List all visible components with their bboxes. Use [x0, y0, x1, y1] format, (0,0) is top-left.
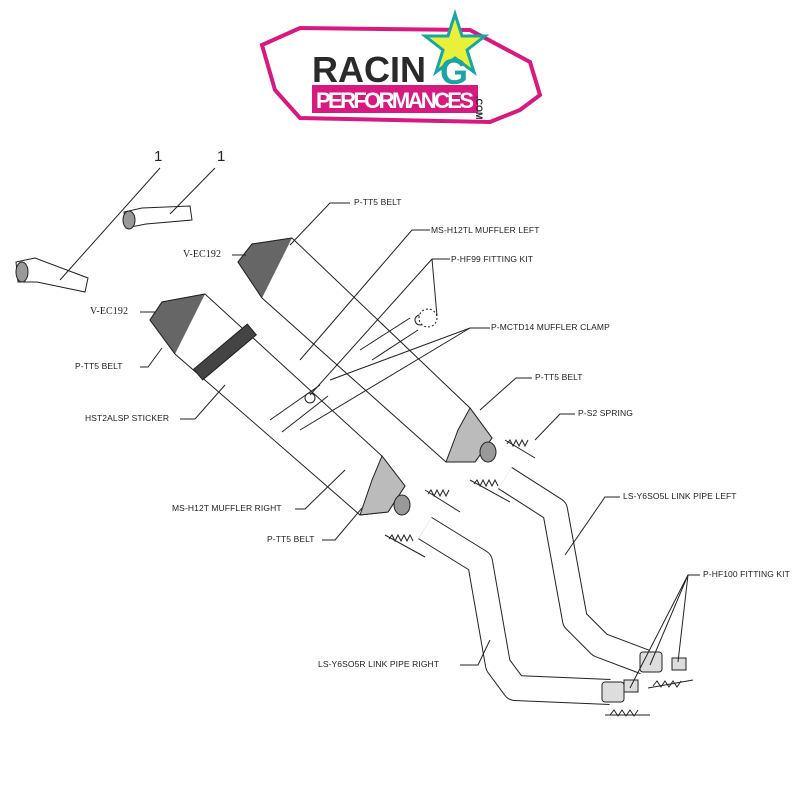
callout-belt-top: P-TT5 BELT — [354, 197, 402, 207]
leader-lines — [59, 167, 700, 689]
callout-belt-bottom: P-TT5 BELT — [267, 534, 315, 544]
callout-link-pipe-left: LS-Y6SO5L LINK PIPE LEFT — [623, 491, 737, 501]
muffler-left-drawing — [237, 237, 497, 463]
callout-fitting-kit-100: P-HF100 FITTING KIT — [703, 569, 790, 579]
callout-spring: P-S2 SPRING — [578, 408, 633, 418]
svg-text:PERFORMANCES: PERFORMANCES — [316, 88, 474, 113]
callout-fitting-kit-99: P-HF99 FITTING KIT — [451, 254, 534, 264]
link-pipe-adapter-1 — [15, 205, 193, 293]
callout-link-pipe-right: LS-Y6SO5R LINK PIPE RIGHT — [318, 659, 440, 669]
callout-muffler-clamp: P-MCTD14 MUFFLER CLAMP — [491, 322, 610, 332]
callout-item-1b: 1 — [217, 148, 226, 165]
springs — [384, 438, 694, 717]
callout-muffler-right: MS-H12T MUFFLER RIGHT — [172, 503, 282, 513]
callout-belt-right: P-TT5 BELT — [535, 372, 583, 382]
callout-muffler-left: MS-H12TL MUFFLER LEFT — [431, 225, 540, 235]
callout-endcap-left: V-EC192 — [183, 249, 222, 260]
callout-sticker: HST2ALSP STICKER — [85, 413, 170, 423]
callout-endcap-right: V-EC192 — [90, 306, 129, 317]
link-pipe-left-drawing — [497, 467, 650, 675]
callout-belt-left: P-TT5 BELT — [75, 361, 123, 371]
svg-text:.COM: .COM — [474, 96, 484, 120]
callout-item-1a: 1 — [154, 148, 163, 165]
svg-text:RACIN: RACIN — [312, 49, 426, 90]
muffler-right-drawing — [149, 293, 438, 516]
racing-performances-logo: RACIN G PERFORMANCES .COM — [259, 9, 543, 125]
link-pipe-right-drawing — [418, 516, 611, 705]
